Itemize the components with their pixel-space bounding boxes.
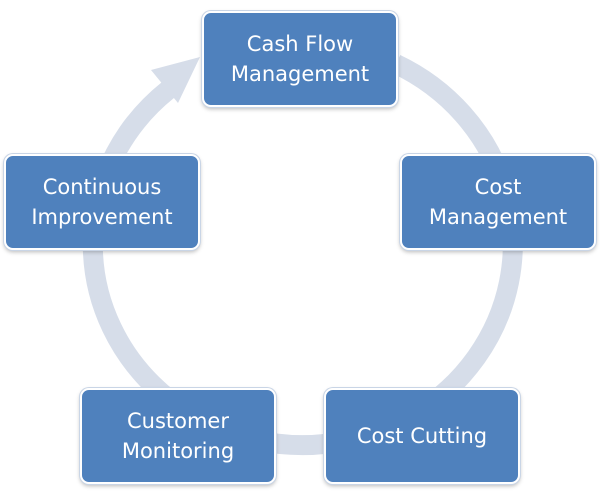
cost-management-node: Cost Management (400, 154, 596, 250)
cost-cutting-node: Cost Cutting (324, 388, 520, 484)
node-label-line: Cost Cutting (356, 424, 488, 448)
node-label-line: Monitoring (121, 439, 235, 463)
node-label-line: Improvement (31, 205, 173, 229)
continuous-improvement-node: Continuous Improvement (4, 154, 200, 250)
node-label-line: Management (428, 205, 568, 229)
node-label-line: Cash Flow (246, 32, 354, 56)
cycle-arrow-head (151, 57, 200, 103)
node-label-line: Continuous (42, 175, 162, 199)
node-label-line: Management (230, 62, 370, 86)
node-label-line: Cost (474, 175, 522, 199)
cash-flow-management-node: Cash Flow Management (202, 11, 398, 107)
customer-monitoring-node: Customer Monitoring (80, 388, 276, 484)
node-label-line: Customer (126, 409, 229, 433)
